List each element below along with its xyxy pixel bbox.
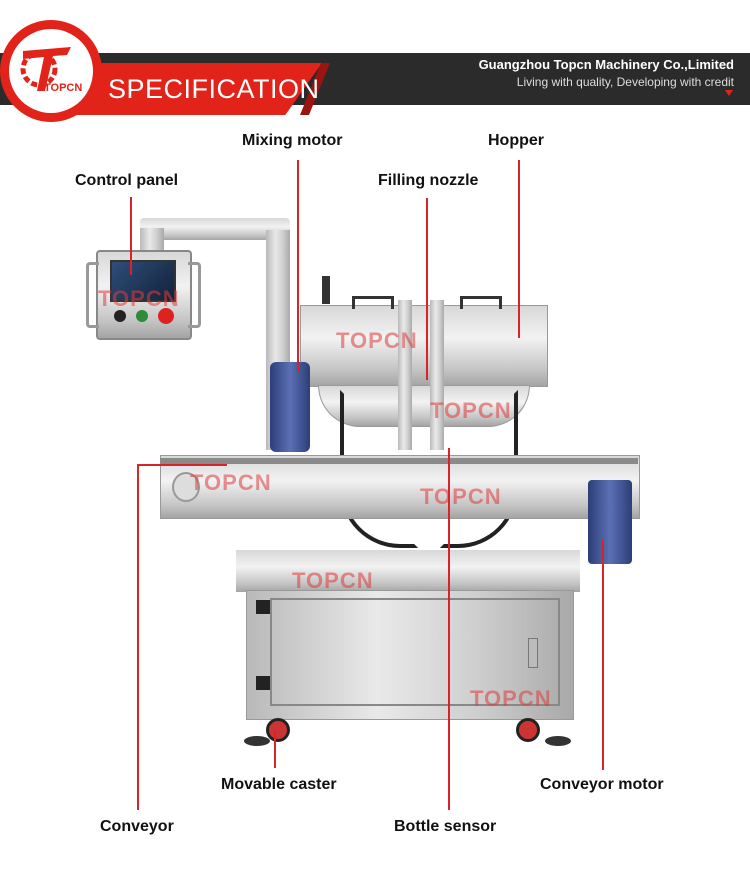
door-hinge-bottom <box>256 676 270 690</box>
cabinet-top <box>236 550 580 592</box>
leader-conveyor-motor <box>602 540 604 770</box>
control-panel-button-green <box>136 310 148 322</box>
title-banner <box>60 63 322 115</box>
door-hinge-top <box>256 600 270 614</box>
caster-left <box>266 718 290 742</box>
label-hopper: Hopper <box>488 132 544 149</box>
conveyor-guide <box>160 458 638 464</box>
hopper-lid-handle-left <box>352 296 394 309</box>
control-panel-button-black <box>114 310 126 322</box>
cabinet-door <box>270 598 560 706</box>
panel-arm-pipe <box>140 218 290 240</box>
leader-conveyor-h <box>137 464 227 466</box>
watermark: TOPCN <box>190 470 272 495</box>
hopper-vent <box>322 276 330 304</box>
label-conveyor-motor: Conveyor motor <box>540 776 664 793</box>
leader-control-panel <box>130 197 132 275</box>
label-filling-nozzle: Filling nozzle <box>378 172 479 189</box>
label-control-panel: Control panel <box>75 172 179 189</box>
conveyor-bracket-left <box>172 472 200 502</box>
leader-mixing-motor <box>297 160 299 372</box>
foot-left <box>244 736 270 746</box>
logo-mark-icon <box>20 47 71 91</box>
cabinet-body <box>246 590 574 720</box>
label-conveyor: Conveyor <box>100 818 174 835</box>
foot-right <box>545 736 571 746</box>
watermark: TOPCN <box>292 568 374 593</box>
label-bottle-sensor: Bottle sensor <box>394 818 497 835</box>
banner-title: SPECIFICATION <box>108 74 320 104</box>
mixing-motor-body <box>270 362 310 452</box>
logo-text: TOPCN <box>44 82 83 94</box>
hopper-lid-handle-right <box>460 296 502 309</box>
watermark: TOPCN <box>430 398 512 423</box>
hopper-body <box>300 305 548 387</box>
control-panel-screen <box>110 260 176 302</box>
leader-hopper <box>518 160 520 338</box>
watermark: TOPCN <box>420 484 502 509</box>
watermark: TOPCN <box>470 686 552 711</box>
leader-conveyor-v <box>137 464 139 810</box>
triangle-marker-icon <box>725 90 733 96</box>
leader-bottle-sensor <box>448 448 450 810</box>
company-name: Guangzhou Topcn Machinery Co.,Limited <box>478 57 734 72</box>
control-panel-handle-left <box>86 262 99 328</box>
control-panel-handle-right <box>188 262 201 328</box>
label-mixing-motor: Mixing motor <box>242 132 343 149</box>
company-tagline: Living with quality, Developing with cre… <box>516 75 734 89</box>
leader-filling-nozzle <box>426 198 428 380</box>
conveyor-rail <box>160 455 640 519</box>
caster-right <box>516 718 540 742</box>
label-movable-caster: Movable caster <box>221 776 337 793</box>
leader-movable-caster <box>274 730 276 768</box>
control-panel-button-red <box>158 308 174 324</box>
watermark: TOPCN <box>336 328 418 353</box>
watermark: TOPCN <box>98 286 180 311</box>
conveyor-motor-body <box>588 480 632 564</box>
logo-inner <box>9 29 93 113</box>
door-lock <box>528 638 538 668</box>
